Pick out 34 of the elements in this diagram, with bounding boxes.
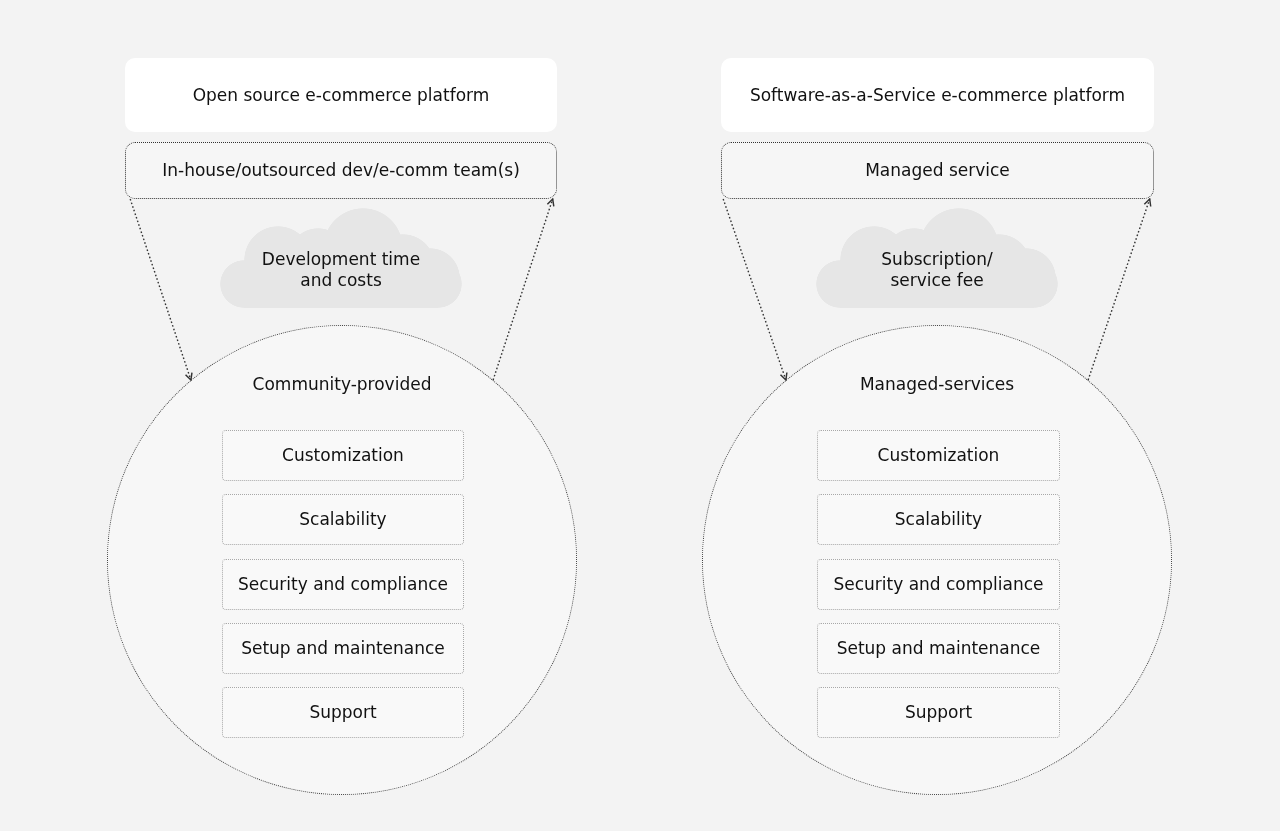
- feature-label: Scalability: [299, 509, 387, 530]
- dotted-box: [125, 142, 557, 199]
- cloud-label: Development time and costs: [260, 249, 422, 291]
- feature-box: [817, 494, 1060, 545]
- feature-label: Customization: [877, 445, 1000, 466]
- circle-heading: Community-provided: [252, 374, 432, 395]
- feature-box: [222, 623, 464, 674]
- feature-box: [222, 494, 464, 545]
- arrow: [129, 198, 193, 381]
- feature-label: Support: [904, 702, 973, 723]
- feature-label: Setup and maintenance: [241, 638, 445, 659]
- feature-box: [817, 559, 1060, 610]
- box-label: Software-as-a-Service e-commerce platform: [749, 84, 1126, 106]
- feature-box: [817, 430, 1060, 481]
- feature-box: [222, 430, 464, 481]
- box-label: Open source e-commerce platform: [192, 84, 490, 106]
- cloud-label: Subscription/ service fee: [880, 249, 994, 291]
- arrow: [492, 198, 555, 381]
- feature-label: Scalability: [894, 509, 983, 530]
- dotted-box: [721, 142, 1154, 199]
- feature-box: [817, 687, 1060, 738]
- feature-box: [222, 559, 464, 610]
- feature-label: Security and compliance: [833, 574, 1044, 595]
- arrow: [1087, 198, 1152, 381]
- box-label: In-house/outsourced dev/e-comm team(s): [162, 160, 520, 181]
- feature-label: Support: [309, 702, 377, 723]
- circle-heading: Managed-services: [859, 374, 1015, 395]
- feature-box: [817, 623, 1060, 674]
- feature-box: [222, 687, 464, 738]
- box-label: Managed service: [865, 160, 1010, 181]
- feature-label: Security and compliance: [237, 574, 449, 595]
- arrow: [722, 198, 788, 381]
- feature-label: Setup and maintenance: [836, 638, 1041, 659]
- feature-label: Customization: [282, 445, 404, 466]
